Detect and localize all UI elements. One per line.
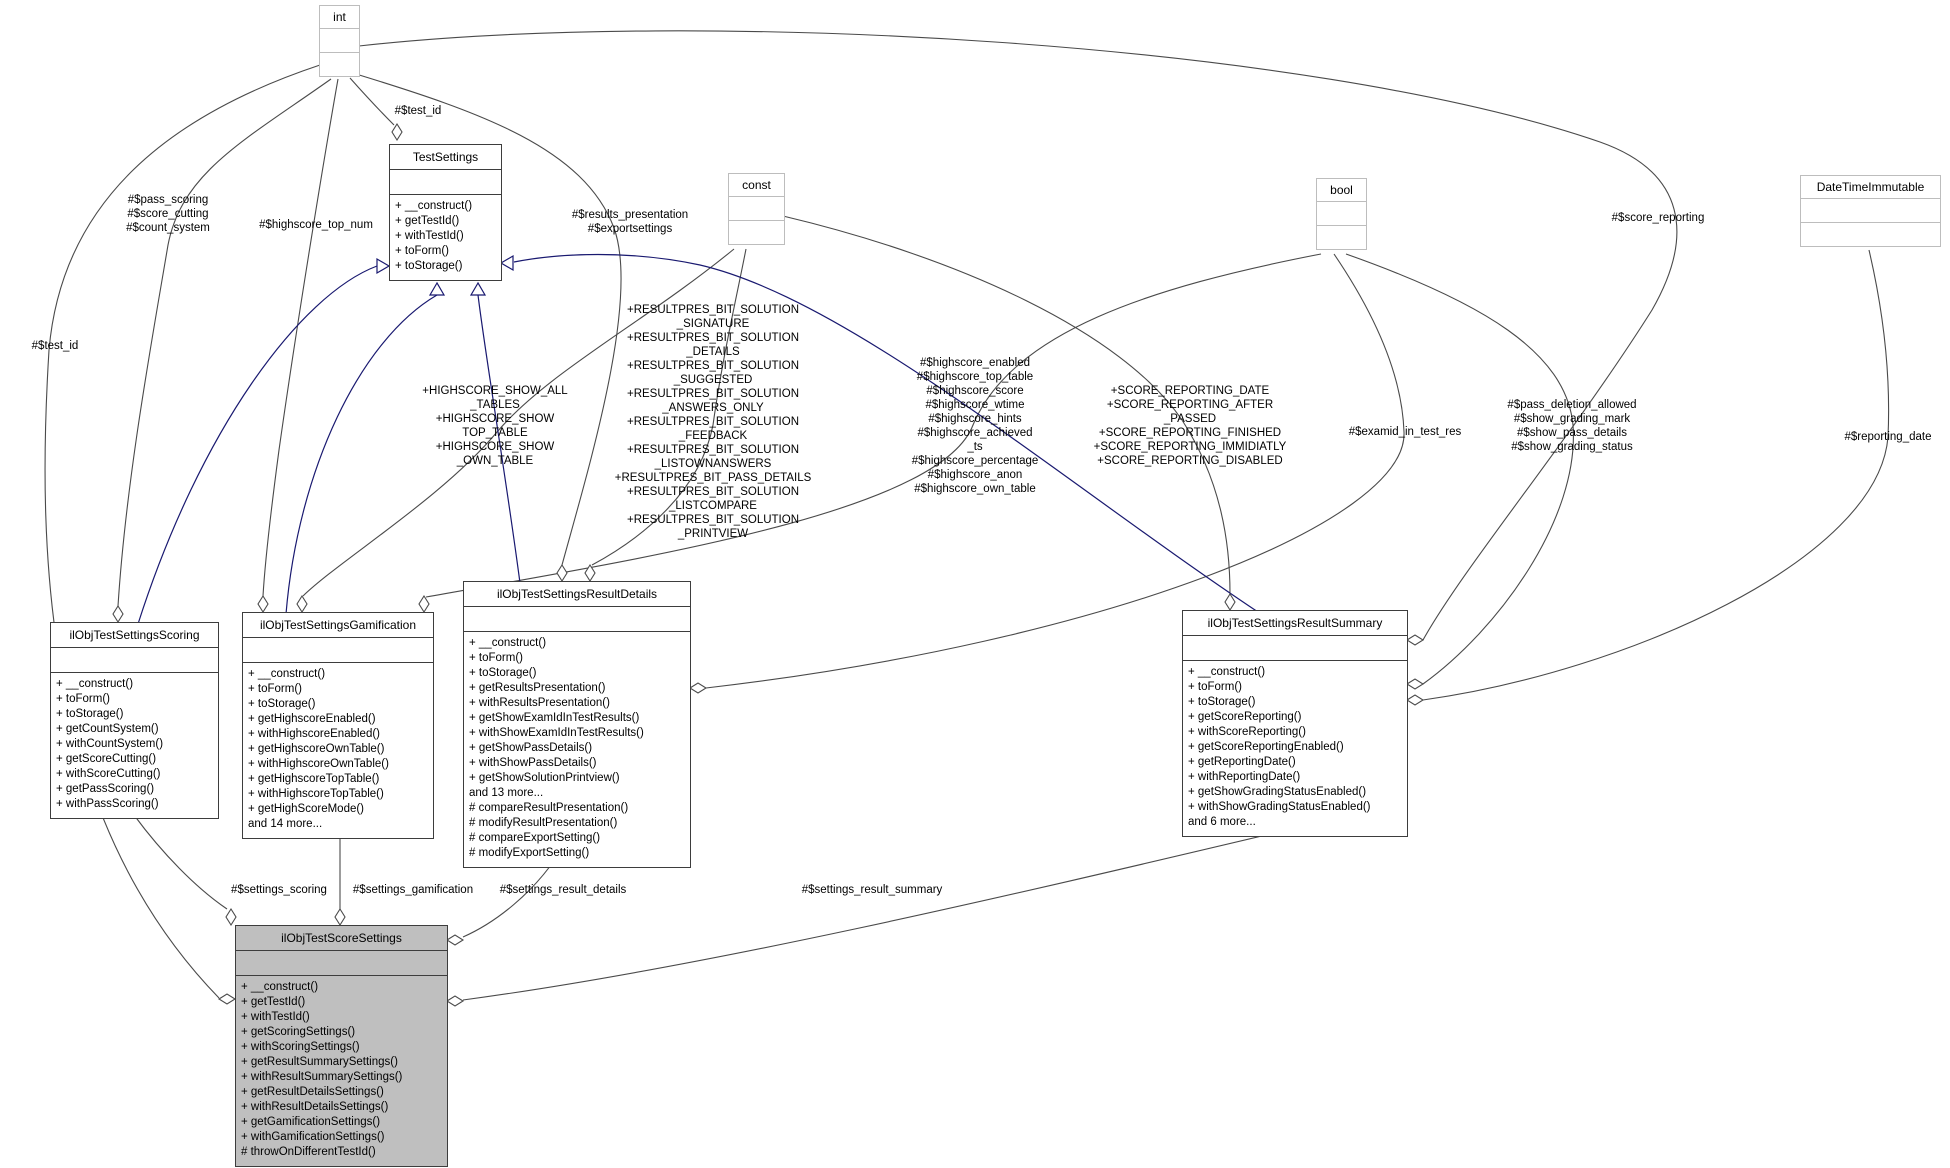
aggregation-diamond bbox=[445, 934, 465, 946]
class-attributes-empty bbox=[51, 648, 218, 673]
inheritance-arrow bbox=[499, 254, 514, 272]
type-box-title: const bbox=[729, 174, 784, 197]
type-box-title: int bbox=[320, 6, 359, 29]
aggregation-diamond bbox=[334, 907, 346, 927]
edge-label-score-reporting-consts: +SCORE_REPORTING_DATE +SCORE_REPORTING_A… bbox=[1093, 385, 1287, 467]
type-box-title: bool bbox=[1317, 179, 1366, 202]
edge-int-resultdetails bbox=[355, 73, 622, 566]
edge-label-results-presentation: #$results_presentation #$exportsettings bbox=[571, 209, 689, 235]
edge-label-highscore-show-consts: +HIGHSCORE_SHOW_ALL _TABLES +HIGHSCORE_S… bbox=[422, 385, 568, 467]
aggregation-diamond bbox=[688, 682, 708, 694]
edge-label-settings-gamification: #$settings_gamification bbox=[352, 884, 474, 896]
aggregation-diamond bbox=[1224, 592, 1236, 612]
edge-label-examid-in-test-res: #$examid_in_test_res bbox=[1348, 426, 1462, 438]
class-ilobjtestscoresettings: ilObjTestScoreSettings + __construct() +… bbox=[235, 925, 448, 1167]
edge-label-pass-scoring-group: #$pass_scoring #$score_cutting #$count_s… bbox=[126, 194, 210, 234]
edge-resultdetails-inherit bbox=[477, 294, 521, 584]
type-box-datetimeimmutable: DateTimeImmutable bbox=[1800, 175, 1941, 247]
class-attributes-empty bbox=[1183, 636, 1407, 661]
type-box-empty-row bbox=[729, 197, 784, 221]
class-methods: + __construct() + getTestId() + withTest… bbox=[395, 200, 473, 272]
type-box-empty-row bbox=[729, 221, 784, 244]
class-title: ilObjTestScoreSettings bbox=[236, 926, 447, 951]
aggregation-diamond bbox=[112, 604, 124, 624]
class-ilobjtestsettingsresultdetails: ilObjTestSettingsResultDetails + __const… bbox=[463, 581, 691, 868]
type-box-empty-row bbox=[320, 53, 359, 76]
aggregation-diamond bbox=[1405, 694, 1425, 706]
type-box-bool: bool bbox=[1316, 178, 1367, 250]
class-title: ilObjTestSettingsResultSummary bbox=[1183, 611, 1407, 636]
inheritance-arrow bbox=[469, 281, 487, 296]
type-box-empty-row bbox=[320, 29, 359, 53]
edge-int-scoresettings bbox=[44, 64, 321, 999]
type-box-int: int bbox=[319, 5, 360, 77]
edge-label-summary-bool-attrs: #$pass_deletion_allowed #$show_grading_m… bbox=[1507, 399, 1637, 453]
edge-gamification-inherit bbox=[285, 294, 438, 615]
aggregation-diamond bbox=[556, 563, 568, 583]
aggregation-diamond bbox=[1405, 634, 1425, 646]
aggregation-diamond bbox=[1405, 678, 1425, 690]
type-box-title: DateTimeImmutable bbox=[1801, 176, 1940, 199]
edge-label-highscore-top-num: #$highscore_top_num bbox=[259, 219, 373, 231]
edge-label-test-id-top: #$test_id bbox=[394, 105, 442, 117]
edge-bool-gamification bbox=[425, 253, 1322, 598]
class-ilobjtestsettingsscoring: ilObjTestSettingsScoring + __construct()… bbox=[50, 622, 219, 819]
class-ilobjtestsettingsresultsummary: ilObjTestSettingsResultSummary + __const… bbox=[1182, 610, 1408, 837]
edge-scoring-inherit bbox=[137, 265, 378, 625]
class-attributes-empty bbox=[243, 638, 433, 663]
edge-resultdetails-scoresettings bbox=[462, 857, 557, 938]
inheritance-arrow bbox=[376, 257, 391, 275]
class-title: ilObjTestSettingsGamification bbox=[243, 613, 433, 638]
edge-label-resultpres-consts: +RESULTPRES_BIT_SOLUTION _SIGNATURE +RES… bbox=[614, 304, 812, 540]
type-box-const: const bbox=[728, 173, 785, 245]
edge-const-gamification bbox=[302, 248, 735, 597]
aggregation-diamond bbox=[391, 122, 403, 142]
edge-resultsummary-inherit bbox=[513, 253, 1259, 613]
aggregation-diamond bbox=[225, 907, 237, 927]
edge-label-test-id-left: #$test_id bbox=[31, 340, 79, 352]
edge-label-settings-scoring: #$settings_scoring bbox=[231, 884, 327, 896]
class-attributes-empty bbox=[390, 170, 501, 195]
edge-int-resultsummary bbox=[358, 30, 1678, 641]
type-box-empty-row bbox=[1801, 199, 1940, 223]
class-methods: + __construct() + toForm() + toStorage()… bbox=[1188, 666, 1371, 828]
aggregation-diamond bbox=[445, 995, 465, 1007]
edge-scoring-scoresettings bbox=[133, 814, 228, 910]
edge-const-resultsummary bbox=[782, 215, 1231, 595]
aggregation-diamond bbox=[257, 594, 269, 614]
class-methods: + __construct() + toForm() + toStorage()… bbox=[469, 637, 644, 859]
edge-int-scoring bbox=[117, 78, 332, 607]
class-attributes-empty bbox=[464, 607, 690, 632]
edge-label-score-reporting: #$score_reporting bbox=[1611, 212, 1705, 224]
class-title: ilObjTestSettingsResultDetails bbox=[464, 582, 690, 607]
class-ilobjtestsettingsgamification: ilObjTestSettingsGamification + __constr… bbox=[242, 612, 434, 839]
edge-datetime-resultsummary bbox=[1422, 249, 1890, 701]
type-box-empty-row bbox=[1317, 226, 1366, 249]
edge-label-settings-result-summary: #$settings_result_summary bbox=[801, 884, 943, 896]
type-box-empty-row bbox=[1801, 223, 1940, 246]
aggregation-diamond bbox=[296, 594, 308, 614]
class-title: TestSettings bbox=[390, 145, 501, 170]
aggregation-diamond bbox=[418, 594, 430, 614]
edge-label-reporting-date: #$reporting_date bbox=[1844, 431, 1932, 443]
class-attributes-empty bbox=[236, 951, 447, 976]
edge-bool-resultdetails bbox=[705, 253, 1405, 689]
edge-bool-resultsummary bbox=[1345, 253, 1574, 685]
type-box-empty-row bbox=[1317, 202, 1366, 226]
edge-int-testsettings bbox=[349, 77, 395, 126]
edge-resultsummary-scoresettings bbox=[462, 830, 1284, 1001]
class-methods: + __construct() + toForm() + toStorage()… bbox=[248, 668, 389, 830]
inheritance-arrow bbox=[428, 281, 446, 296]
class-title: ilObjTestSettingsScoring bbox=[51, 623, 218, 648]
edge-int-gamification bbox=[262, 78, 339, 597]
class-test-settings: TestSettings + __construct() + getTestId… bbox=[389, 144, 502, 281]
class-methods: + __construct() + toForm() + toStorage()… bbox=[56, 678, 164, 810]
edge-label-settings-result-details: #$settings_result_details bbox=[499, 884, 627, 896]
edge-label-highscore-attrs: #$highscore_enabled #$highscore_top_tabl… bbox=[911, 357, 1039, 495]
edge-const-resultdetails bbox=[591, 248, 747, 566]
class-methods: + __construct() + getTestId() + withTest… bbox=[241, 981, 403, 1158]
aggregation-diamond bbox=[217, 993, 237, 1005]
